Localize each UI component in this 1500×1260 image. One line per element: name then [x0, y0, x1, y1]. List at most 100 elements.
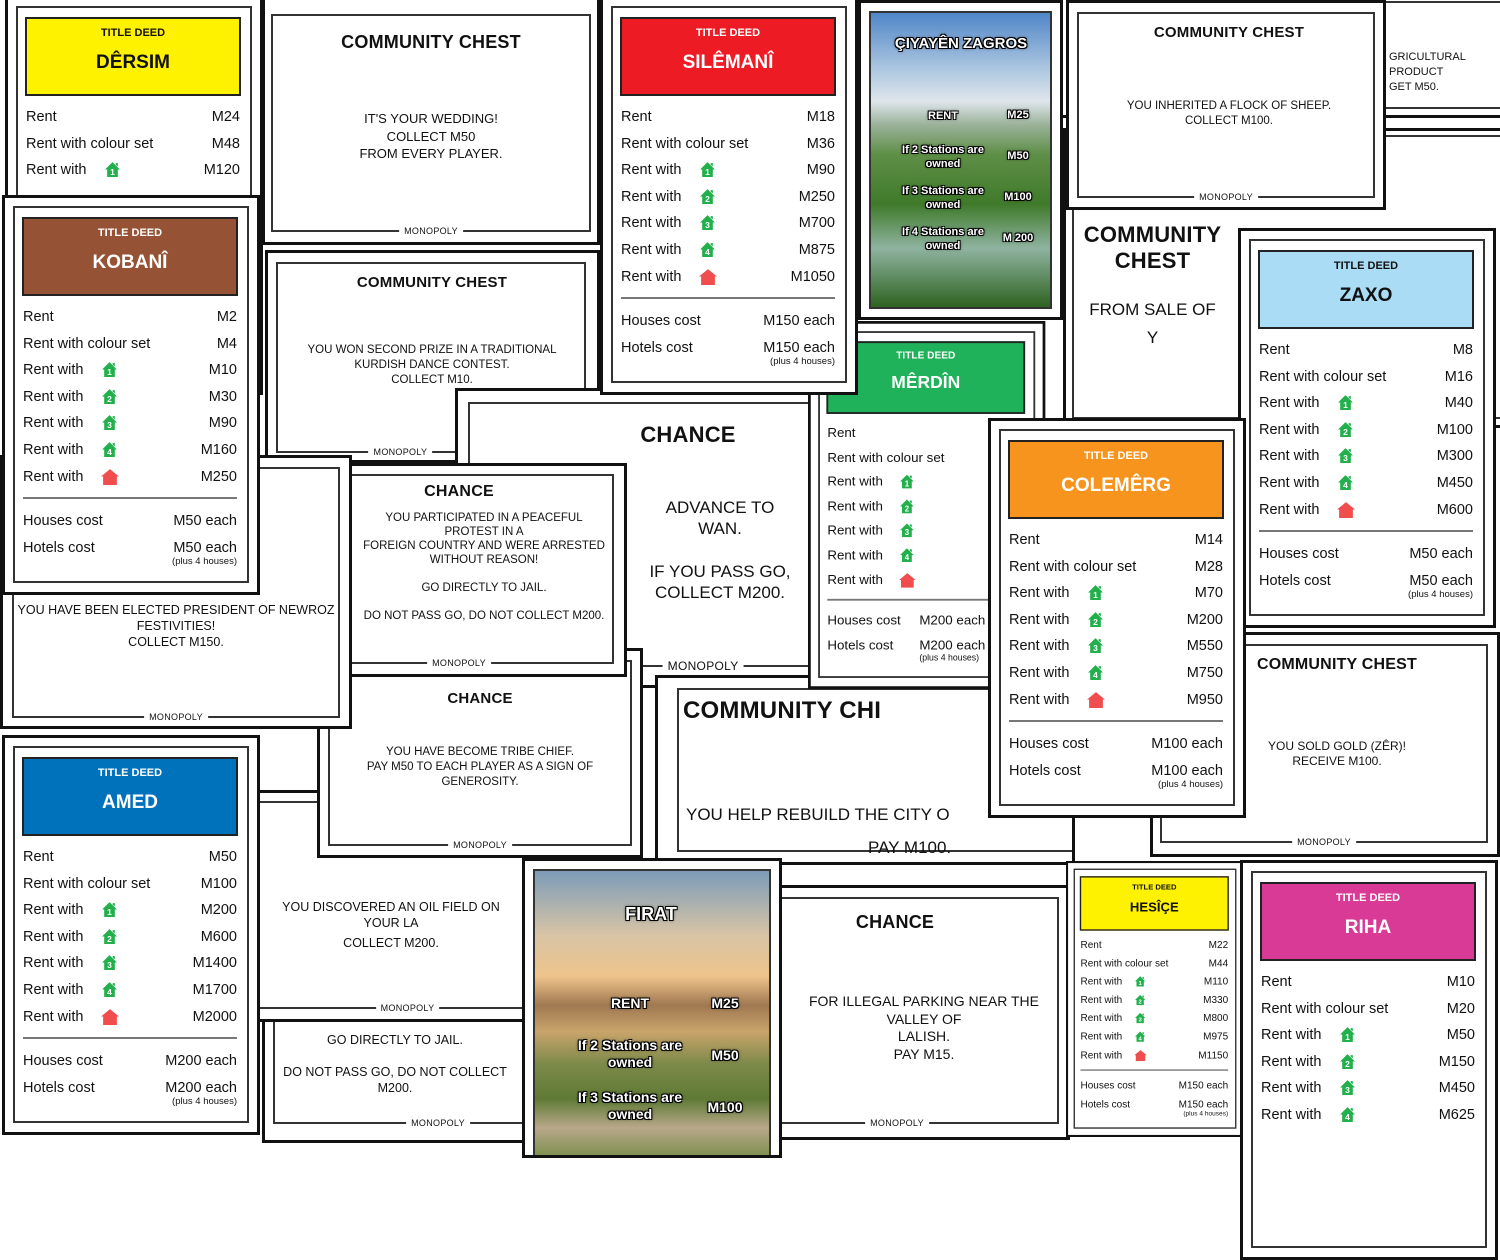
hotels-cost-value: M50 each: [173, 540, 237, 556]
title-deed-label: TITLE DEED: [97, 767, 163, 779]
houses-cost-row: Houses cost M200 each: [827, 613, 1024, 630]
divider: [1259, 530, 1473, 532]
station-rent-value: M25: [711, 995, 739, 1011]
card-title: CHANCE: [855, 912, 935, 933]
rent-value: M625: [1438, 1107, 1475, 1123]
svg-text:2: 2: [1343, 427, 1348, 437]
card-frame: [1073, 868, 1237, 1129]
rent-label: Rent: [1080, 939, 1102, 951]
rent-label: Rent with: [23, 468, 84, 485]
house-4-icon: 4: [1337, 474, 1354, 491]
houses-cost-label: Houses cost: [827, 613, 901, 629]
rent-label: Rent with: [621, 188, 682, 205]
house-3-icon: 3: [1339, 1079, 1356, 1096]
rent-label: Rent with: [1259, 501, 1320, 518]
rent-label: Rent with: [26, 162, 87, 179]
rent-label: Rent with colour set: [1259, 368, 1387, 385]
svg-text:4: 4: [1343, 480, 1348, 490]
rent-value: M600: [1436, 501, 1473, 518]
house-1-icon: 1: [1337, 394, 1354, 411]
card-frame: MONOPOLY: [271, 14, 591, 237]
rent-value: M50: [1446, 1027, 1475, 1044]
house-3-icon: 3: [1134, 1012, 1146, 1024]
card-title: CHANCE: [424, 483, 494, 501]
monopoly-footer: MONOPOLY: [1194, 191, 1258, 203]
rent-value: M600: [200, 928, 237, 945]
station-photo: [869, 11, 1052, 309]
card-frame: [13, 206, 249, 583]
hotels-cost-value: M150 each: [1178, 1099, 1229, 1111]
hotel-icon: [1337, 501, 1355, 518]
rent-label: Rent with: [23, 928, 84, 945]
card-text: YOU HAVE BEEN ELECTED PRESIDENT OF NEWRO…: [17, 603, 335, 649]
card-frame: [1249, 239, 1485, 616]
property-name: KOBANÎ: [92, 252, 168, 273]
rent-label: Rent with: [1080, 1049, 1123, 1061]
rent-label: Rent with: [23, 362, 84, 379]
rent-value: M2000: [192, 1008, 237, 1025]
houses-cost-value: M200 each: [919, 613, 986, 629]
house-1-icon: 1: [1087, 584, 1104, 601]
card-text: YOU PARTICIPATED IN A PEACEFUL PROTEST I…: [363, 512, 605, 622]
property-name: MÊRDÎN: [891, 373, 961, 393]
rent-value: M20: [1446, 1000, 1475, 1017]
svg-text:3: 3: [1343, 453, 1348, 463]
rent-label: Rent with: [1009, 585, 1070, 602]
monopoly-footer: MONOPOLY: [1292, 836, 1356, 848]
rent-value: M250: [200, 468, 237, 485]
rent-label: Rent with: [827, 548, 883, 563]
rent-value: M28: [1194, 558, 1223, 575]
rent-value: M2: [216, 309, 237, 325]
rent-label: Rent: [23, 849, 54, 865]
rent-label: Rent with colour set: [23, 875, 151, 892]
rent-label: Rent with colour set: [1080, 958, 1169, 970]
rent-value: M90: [208, 415, 237, 432]
monopoly-footer: MONOPOLY: [427, 657, 491, 669]
rent-label: Rent with: [827, 523, 883, 539]
svg-text:2: 2: [1345, 1059, 1350, 1069]
rent-value: M90: [806, 162, 835, 179]
house-1-icon: 1: [699, 161, 716, 178]
house-3-icon: 3: [101, 414, 118, 431]
house-3-icon: 3: [899, 523, 915, 539]
rent-value: M330: [1203, 994, 1229, 1006]
rent-label: Rent with: [1259, 475, 1320, 491]
rent-value: M875: [798, 242, 835, 258]
hotel-icon: [101, 468, 119, 485]
station-rent-label: RENT: [610, 995, 650, 1011]
rent-label: Rent with: [1009, 638, 1070, 655]
card-text: GO DIRECTLY TO JAIL. DO NOT PASS GO, DO …: [283, 1033, 507, 1095]
